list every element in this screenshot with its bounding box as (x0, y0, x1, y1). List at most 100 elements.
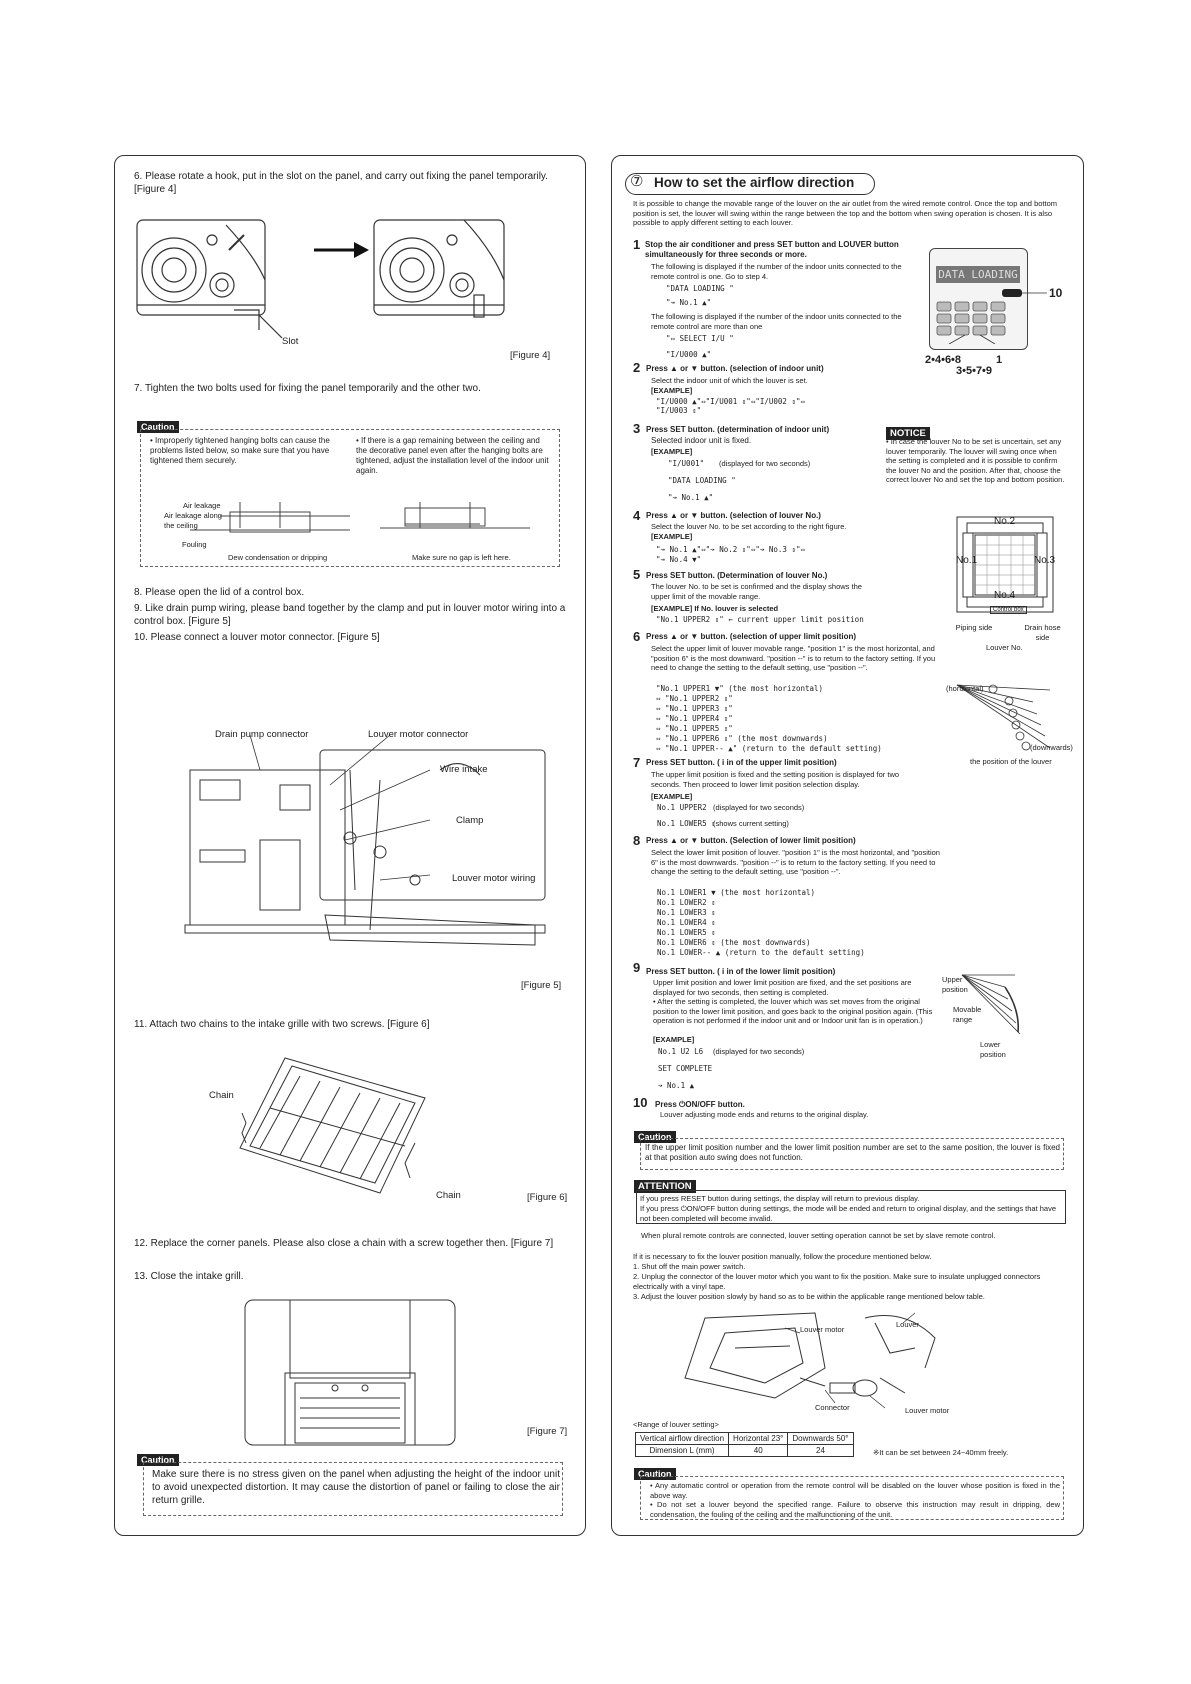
step-4-number: 4 (633, 508, 641, 523)
remote-onoff-button[interactable] (1002, 289, 1022, 297)
louver-no1: No.1 (956, 555, 978, 566)
remote-callout-3579: 3•5•7•9 (956, 365, 993, 377)
range-table-cell: 40 (728, 1444, 789, 1457)
range-table-cell: Vertical airflow direction (634, 1432, 730, 1445)
step-10-text: Louver adjusting mode ends and returns t… (660, 1110, 869, 1119)
step-9-text-a: Upper limit position and lower limit pos… (653, 978, 912, 997)
step-3-example: [EXAMPLE] (651, 447, 693, 456)
step-1-lcd-1: "DATA LOADING " (666, 284, 734, 293)
caution-4-box (640, 1476, 1064, 1520)
step-7-text: 7. Tighten the two bolts used for fixing… (134, 383, 481, 394)
caution-4-text-a: • Any automatic control or operation fro… (650, 1481, 1060, 1500)
step-9-lcd-1: No.1 U2 L6 (658, 1047, 704, 1056)
caution-1-air-leakage-ceiling: Air leakage along the ceiling (164, 511, 222, 530)
section-title: How to set the airflow direction (654, 175, 855, 190)
step-2-text: Select the indoor unit of which the louv… (651, 376, 808, 385)
step-8-lcd-1: No.1 LOWER2 ⇕ (657, 898, 716, 907)
step-4-lcd-1: "↝ No.1 ▲"⇔"↝ No.2 ⇕"⇔"↝ No.3 ⇕"⇔ (656, 545, 806, 554)
remote-display: DATA LOADING (936, 266, 1020, 283)
attention-label: ATTENTION (634, 1176, 696, 1194)
step-8-lcd-3: No.1 LOWER4 ⇕ (657, 918, 716, 927)
louver-position-diagram (956, 684, 1051, 751)
step-9-note: (displayed for two seconds) (713, 1047, 805, 1056)
louver-no3: No.3 (1034, 555, 1056, 566)
figure-4-caption: [Figure 4] (510, 350, 551, 361)
figure-5-drain-label: Drain pump connector (215, 729, 309, 740)
step-8-text: Select the lower limit position of louve… (651, 848, 940, 876)
diagram-louver: Louver (896, 1320, 919, 1329)
louver-no-caption: Louver No. (986, 643, 1023, 652)
range-table-row: Dimension L (mm) 40 24 (634, 1444, 854, 1457)
diagram-louver-motor-1: Louver motor (800, 1325, 845, 1334)
caution-1-label: Caution (137, 417, 179, 435)
figure-7 (244, 1299, 456, 1446)
step-4-title: Press ▲ or ▼ button. (selection of louve… (646, 511, 821, 520)
attention-box (636, 1190, 1066, 1224)
step-9-lcd-2: SET COMPLETE (658, 1064, 713, 1073)
attention-text-b: If you press ⏻ON/OFF button during setti… (640, 1204, 1057, 1223)
figure-4-slot-label: Slot (282, 336, 299, 347)
louver-no4: No.4 (994, 590, 1016, 601)
step-2-lcd-1: "I/U000 ▲"⇔"I/U001 ⇕"⇔"I/U002 ⇕"⇔ (656, 397, 806, 406)
diagram-connector: Connector (815, 1403, 850, 1412)
louver-number-diagram (956, 516, 1054, 613)
range-table-cell: Horizontal 23° (728, 1432, 789, 1445)
step-8-text: 8. Please open the lid of a control box. (134, 587, 305, 598)
louver-motor-diagram (684, 1312, 936, 1409)
section-number: ⑦ (630, 173, 644, 190)
figure-5-louver-wiring-label: Louver motor wiring (452, 873, 536, 884)
step-5-example: [EXAMPLE] If No. louver is selected (651, 604, 779, 613)
step-1-lcd-2: "↝ No.1 ▲" (666, 298, 712, 307)
step-6-lcd-6: ⇔ "No.1 UPPER-- ▲" (return to the defaul… (656, 744, 882, 753)
step-6-text: Select the upper limit of louver movable… (651, 644, 936, 672)
step-9-text: 9. Like drain pump wiring, please band t… (134, 603, 566, 627)
step-7-example: [EXAMPLE] (651, 792, 693, 801)
diagram-louver-motor-2: Louver motor (905, 1406, 950, 1415)
step-10-title: Press ⏻ON/OFF button. (655, 1100, 745, 1109)
step-4-example: [EXAMPLE] (651, 532, 693, 541)
caution-1-text-a: • Improperly tightened hanging bolts can… (150, 436, 330, 465)
step-6-lcd-3: ⇔ "No.1 UPPER4 ⇕" (656, 714, 733, 723)
step-8-lcd-0: No.1 LOWER1 ▼ (the most horizontal) (657, 888, 816, 897)
caution-3-box (640, 1138, 1064, 1170)
remote-callout-2468: 2•4•6•8 (925, 354, 962, 366)
step-6-lcd-0: "No.1 UPPER1 ▼" (the most horizontal) (656, 684, 824, 693)
caution-2-box (143, 1462, 563, 1516)
figure-6 (239, 1057, 426, 1194)
step-1-text-a: The following is displayed if the number… (651, 262, 902, 281)
caution-1-dew: Dew condensation or dripping (228, 553, 328, 562)
step-4-text: Select the louver No. to be set accordin… (651, 522, 847, 531)
step-12-text: 12. Replace the corner panels. Please al… (134, 1238, 554, 1249)
louver-piping-side: Piping side (955, 623, 993, 632)
figure-6-caption: [Figure 6] (527, 1192, 568, 1203)
step-11-text: 11. Attach two chains to the intake gril… (134, 1019, 430, 1030)
range-upper-position: Upper position (942, 975, 968, 994)
step-5-title: Press SET button. (Determination of louv… (646, 571, 828, 580)
step-7-note-2: (shows current setting) (713, 819, 789, 828)
figure-7-caption: [Figure 7] (527, 1426, 568, 1437)
remote-callout-1: 1 (996, 354, 1003, 366)
step-5-number: 5 (633, 567, 641, 582)
figure-4 (136, 219, 505, 339)
step-7-lcd-1: No.1 UPPER2 (657, 803, 707, 812)
manual-step-2: 2. Unplug the connector of the louver mo… (633, 1272, 1041, 1291)
range-table-row: Vertical airflow direction Horizontal 23… (634, 1432, 854, 1445)
step-5-text: The louver No. to be set is confirmed an… (651, 582, 862, 601)
step-4-lcd-2: "↝ No.4 ▼" (656, 555, 702, 564)
section-title-box (625, 173, 875, 195)
step-8-lcd-4: No.1 LOWER5 ⇕ (657, 928, 716, 937)
louver-control-box: Control box (990, 606, 1027, 614)
louver-no2: No.2 (994, 516, 1016, 527)
caution-1-fouling: Fouling (182, 540, 207, 549)
caution-3-text: If the upper limit position number and t… (645, 1143, 1060, 1162)
figure-5-louver-connector-label: Louver motor connector (368, 729, 469, 740)
step-2-title: Press ▲ or ▼ button. (selection of indoo… (646, 364, 824, 373)
step-10-number: 10 (633, 1095, 648, 1110)
step-9-title: Press SET button. ( i in of the lower li… (646, 967, 836, 976)
step-2-number: 2 (633, 360, 641, 375)
notice-text: • In case the louver No to be set is unc… (886, 437, 1065, 484)
remote-callout-10: 10 (1049, 286, 1063, 300)
step-1-title: Stop the air conditioner and press SET b… (645, 240, 899, 259)
manual-step-1: 1. Shut off the main power switch. (633, 1262, 746, 1271)
step-10-text: 10. Please connect a louver motor connec… (134, 632, 380, 643)
